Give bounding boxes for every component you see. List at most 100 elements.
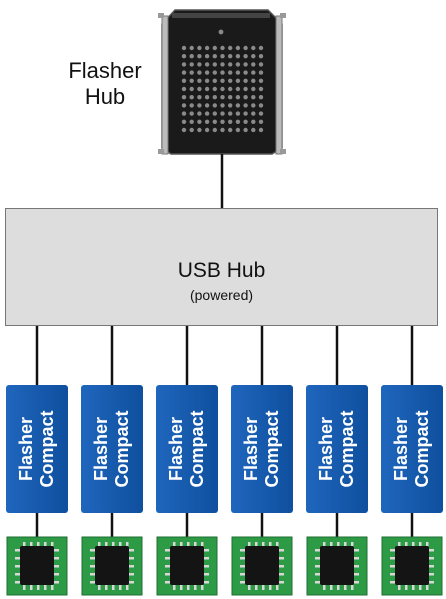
grille-dot xyxy=(251,119,256,125)
chip-pin xyxy=(351,542,354,547)
grille-dot xyxy=(251,111,256,116)
grille-dot xyxy=(189,95,194,100)
chip-pin xyxy=(398,585,401,590)
chip-pin xyxy=(248,585,251,590)
grille-dot xyxy=(197,95,202,100)
flasher-compact-label: Flasher Compact xyxy=(16,389,58,509)
chip-pin xyxy=(262,542,265,547)
chip-pin xyxy=(429,581,434,584)
grille-dot xyxy=(189,127,194,133)
chip-pin xyxy=(323,542,326,547)
chip-pin xyxy=(354,565,359,568)
flasher-compact-line1: Flasher xyxy=(16,416,36,482)
grille-dot xyxy=(204,103,210,108)
chip-pin xyxy=(330,585,333,590)
grille-dot xyxy=(197,54,202,59)
flasher-compact-line1: Flasher xyxy=(316,416,336,482)
grille-dot xyxy=(189,111,194,116)
grille-dot xyxy=(228,70,233,75)
flasher-compact-line2: Compact xyxy=(187,410,207,488)
chip-pin xyxy=(54,549,59,552)
chip-pin xyxy=(129,573,134,576)
chip-pin xyxy=(255,585,258,590)
chip-pin xyxy=(90,557,95,560)
flasher-hub-led xyxy=(218,29,224,35)
grille-dot xyxy=(243,111,248,116)
grille-dot xyxy=(189,45,194,51)
grille-dot xyxy=(181,70,187,75)
grille-dot xyxy=(189,86,194,92)
grille-dot xyxy=(220,54,225,59)
grille-dot xyxy=(197,119,202,125)
flasher-compact-label: Flasher Compact xyxy=(241,389,283,509)
grille-dot xyxy=(251,95,256,100)
chip-pin xyxy=(429,573,434,576)
flasher-hub-mount-tl xyxy=(158,13,164,18)
grille-dot xyxy=(243,45,248,51)
grille-dot xyxy=(243,62,248,67)
grille-dot xyxy=(197,45,202,51)
flasher-hub-bracket-left xyxy=(161,15,169,155)
grille-dot xyxy=(181,62,187,67)
flasher-hub-mount-bl xyxy=(158,149,164,154)
grille-dot xyxy=(243,54,248,59)
grille-dot xyxy=(258,62,264,67)
chip-pin xyxy=(429,549,434,552)
chip-pin xyxy=(129,581,134,584)
grille-dot xyxy=(235,127,241,133)
grille-dot xyxy=(212,62,217,67)
flasher-hub-label-line2: Hub xyxy=(84,84,126,109)
grille-dot xyxy=(258,45,264,51)
chip-pin xyxy=(390,565,395,568)
chip-pin xyxy=(315,581,320,584)
chip-pin xyxy=(240,557,245,560)
flasher-compact-line1: Flasher xyxy=(391,416,411,482)
chip-pin xyxy=(112,542,115,547)
grille-dot xyxy=(251,103,256,108)
chip-pin xyxy=(51,585,54,590)
chip-pin xyxy=(201,542,204,547)
chip-pin xyxy=(180,542,183,547)
chip-pin xyxy=(126,542,129,547)
grille-dot xyxy=(258,127,264,133)
grille-dot xyxy=(181,45,187,51)
grille-dot xyxy=(235,103,241,108)
chip-pin xyxy=(279,549,284,552)
grille-dot xyxy=(258,119,264,125)
grille-dot xyxy=(212,86,217,92)
chip-pin xyxy=(30,585,33,590)
flasher-hub-label: Flasher Hub xyxy=(50,58,160,110)
grille-dot xyxy=(204,54,210,59)
grille-dot xyxy=(235,86,241,92)
grille-dot xyxy=(235,70,241,75)
grille-dot xyxy=(204,86,210,92)
grille-dot xyxy=(228,103,233,108)
microcontroller-chip xyxy=(395,546,429,585)
microcontroller-chip xyxy=(170,546,204,585)
grille-dot xyxy=(243,103,248,108)
target-board-3 xyxy=(156,536,218,596)
grille-dot xyxy=(228,62,233,67)
grille-dot xyxy=(181,95,187,100)
grille-dot xyxy=(228,119,233,125)
chip-pin xyxy=(54,565,59,568)
chip-pin xyxy=(419,585,422,590)
chip-pin xyxy=(426,542,429,547)
chip-pin xyxy=(262,585,265,590)
grille-dot xyxy=(251,78,256,84)
usb-hub-title: USB Hub xyxy=(177,259,266,282)
chip-pin xyxy=(15,549,20,552)
grille-dot xyxy=(204,111,210,116)
grille-dot xyxy=(220,127,225,133)
chip-pin xyxy=(323,585,326,590)
chip-pin xyxy=(105,585,108,590)
chip-pin xyxy=(90,573,95,576)
chip-pin xyxy=(405,542,408,547)
flasher-compact-line2: Compact xyxy=(337,410,357,488)
chip-pin xyxy=(279,565,284,568)
grille-dot xyxy=(235,45,241,51)
chip-pin xyxy=(98,542,101,547)
chip-pin xyxy=(255,542,258,547)
chip-pin xyxy=(426,585,429,590)
